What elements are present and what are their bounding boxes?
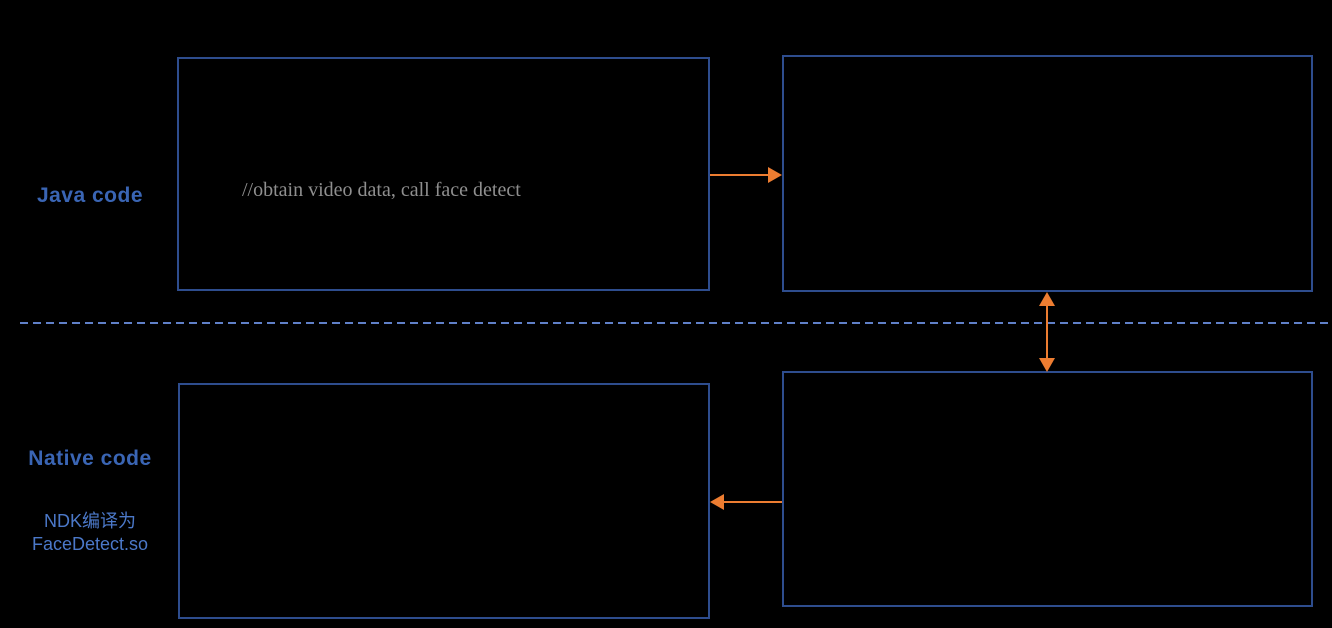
layer-divider-dashed-line — [20, 322, 1332, 324]
java-section-label: Java code — [36, 184, 144, 207]
java-code-comment: //obtain video data, call face detect — [242, 179, 521, 201]
native-section-label: Native code — [28, 447, 152, 470]
arrow-left-line — [723, 501, 782, 503]
java-code-box — [177, 57, 710, 291]
arrow-right-icon — [768, 167, 782, 183]
ndk-compile-label: NDK编译为 — [43, 511, 136, 531]
arrow-vertical-line — [1046, 304, 1048, 360]
arrow-up-icon — [1039, 292, 1055, 306]
arrow-left-icon — [710, 494, 724, 510]
facedetect-so-label: FaceDetect.so — [31, 534, 149, 554]
java-jni-box — [782, 55, 1313, 292]
native-code-box — [178, 383, 710, 619]
arrow-down-icon — [1039, 358, 1055, 372]
arrow-right-line — [710, 174, 770, 176]
native-jni-box — [782, 371, 1313, 607]
